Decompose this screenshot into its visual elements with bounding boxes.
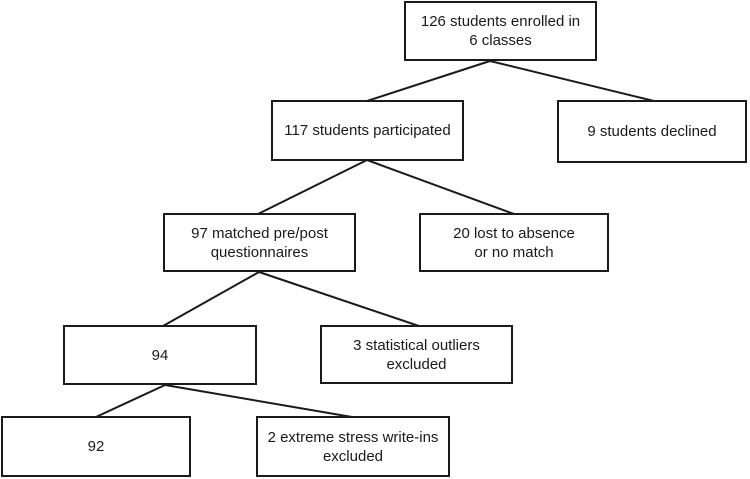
edge-enrolled-to-declined [489, 60, 655, 102]
node-lost-to-absence: 20 lost to absence or no match [419, 213, 609, 272]
node-matched-questionnaires: 97 matched pre/post questionnaires [163, 213, 356, 272]
edge-94-to-92 [95, 384, 166, 418]
node-statistical-outliers: 3 statistical outliers excluded [320, 325, 513, 384]
edge-enrolled-to-participated [366, 60, 491, 102]
edge-matched-to-94 [162, 271, 260, 327]
edge-94-to-write-ins [164, 384, 353, 418]
node-stress-write-ins: 2 extreme stress write-ins excluded [256, 416, 450, 477]
edge-participated-to-lost [366, 159, 515, 215]
edge-matched-to-outliers [258, 271, 420, 327]
node-students-declined: 9 students declined [557, 100, 747, 163]
node-students-participated: 117 students participated [271, 100, 464, 161]
node-remaining-94: 94 [63, 325, 257, 385]
node-students-enrolled: 126 students enrolled in 6 classes [404, 1, 597, 61]
edge-participated-to-matched [257, 159, 368, 215]
node-remaining-92: 92 [1, 416, 191, 477]
